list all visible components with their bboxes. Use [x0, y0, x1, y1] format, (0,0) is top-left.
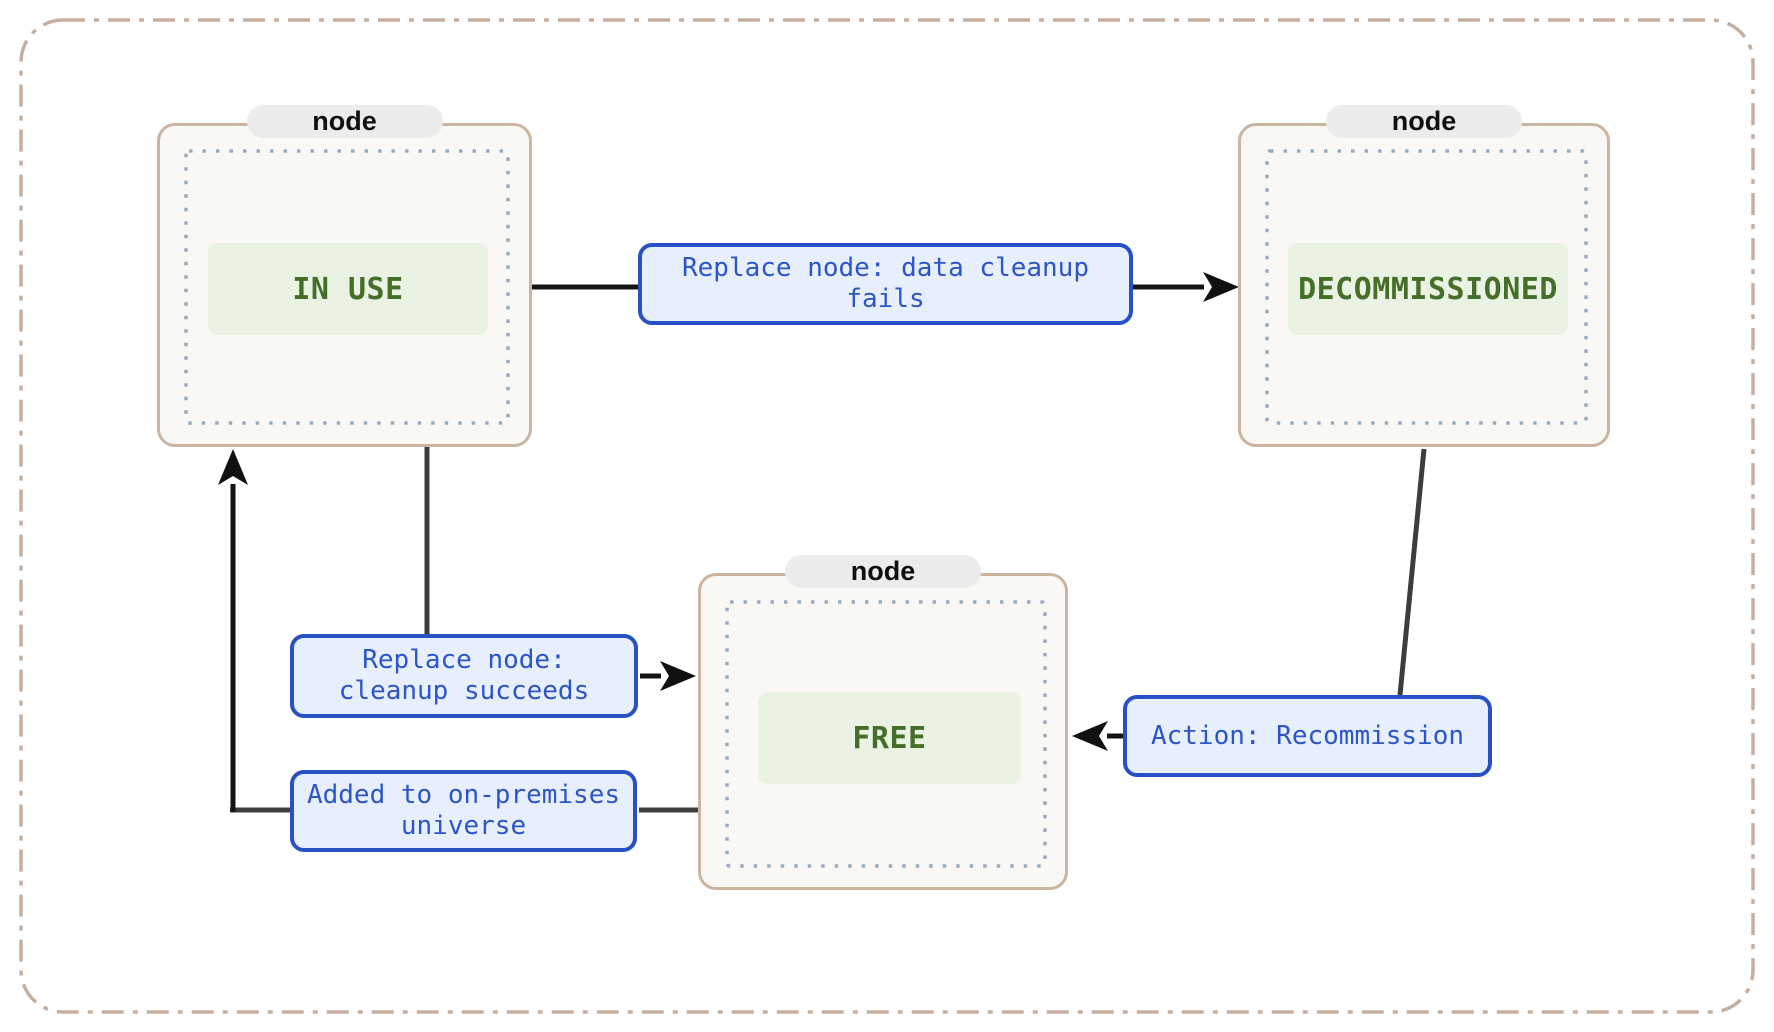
node-type-label: node	[1391, 106, 1457, 136]
inner-dotted-border	[1265, 149, 1588, 425]
node-type-pill: node	[785, 555, 981, 588]
edge-label-line: Action: Recommission	[1150, 720, 1465, 751]
edge-label-line: cleanup succeeds	[338, 676, 590, 706]
state-node-decommissioned: node DECOMMISSIONED	[1238, 105, 1610, 447]
edge-decommissioned-free-vertical-segment	[1397, 448, 1427, 696]
edge-label-line: Added to on-premises	[306, 780, 621, 810]
edge-label-data-cleanup-fails: Replace node: data cleanup fails	[638, 243, 1133, 325]
edge-label-line: Replace node:	[362, 645, 566, 675]
node-type-pill: node	[246, 105, 443, 138]
outer-dashed-frame	[19, 18, 1755, 1014]
node-type-label: node	[850, 556, 916, 586]
state-label: IN USE	[292, 271, 404, 307]
edge-label-action-recommission: Action: Recommission	[1123, 695, 1492, 777]
state-chip-decommissioned: DECOMMISSIONED	[1288, 243, 1568, 335]
state-label: DECOMMISSIONED	[1298, 271, 1558, 307]
state-node-free: node FREE	[698, 555, 1068, 890]
node-type-label: node	[312, 106, 377, 136]
state-chip-in-use: IN USE	[208, 243, 488, 335]
edge-label-line: fails	[846, 284, 925, 314]
state-node-in-use: node IN USE	[157, 105, 532, 447]
edge-label-line: Replace node: data cleanup	[682, 253, 1089, 283]
state-label: FREE	[852, 720, 927, 756]
edge-label-cleanup-succeeds: Replace node: cleanup succeeds	[290, 634, 638, 718]
edge-label-line: universe	[400, 811, 527, 841]
inner-dotted-border	[725, 600, 1047, 868]
edge-label-added-to-universe: Added to on-premises universe	[290, 770, 637, 852]
node-type-pill: node	[1326, 105, 1522, 138]
state-chip-free: FREE	[758, 692, 1021, 784]
